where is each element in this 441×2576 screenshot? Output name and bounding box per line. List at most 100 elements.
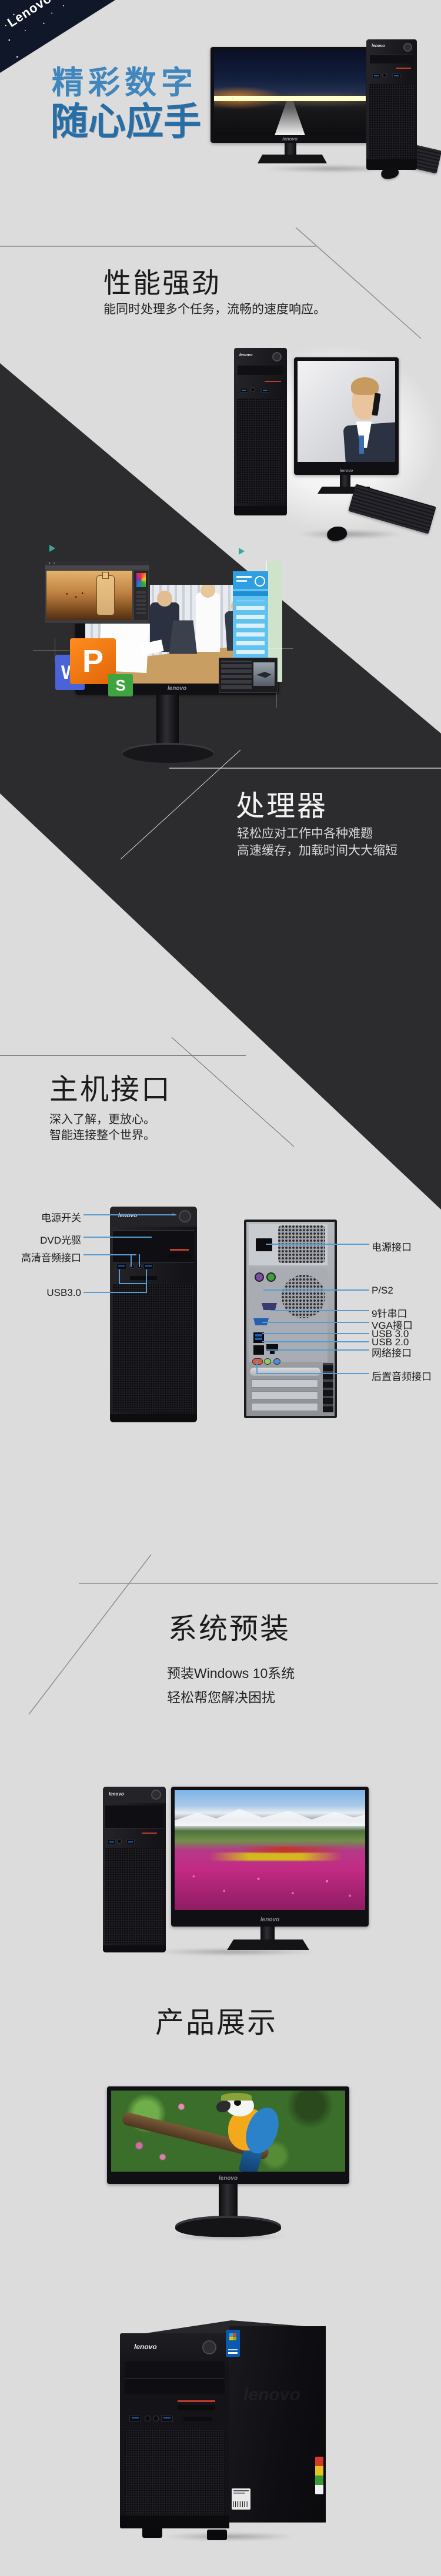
birds bbox=[62, 590, 88, 602]
performance-subtitle: 能同时处理多个任务，流畅的速度响应。 bbox=[103, 303, 326, 316]
hero-screen-night-highway bbox=[214, 50, 366, 135]
phone-photo-tower: lenovo bbox=[234, 348, 287, 515]
light-trails bbox=[275, 96, 305, 135]
label-vga-port: VGA接口 bbox=[372, 1320, 413, 1331]
color-swatches bbox=[136, 573, 146, 587]
windows-logo-icon bbox=[229, 2333, 236, 2340]
bottom-tower-bay2 bbox=[125, 2379, 225, 2394]
os-tower: lenovo bbox=[103, 1787, 166, 1952]
label-power-port: 电源接口 bbox=[372, 1242, 412, 1253]
photoshop-panel bbox=[134, 571, 148, 620]
photoshop-canvas-sunset bbox=[46, 571, 132, 620]
ports-title: 主机接口 bbox=[49, 1074, 172, 1106]
usb3-ports-rear bbox=[253, 1332, 264, 1343]
tower-foot bbox=[142, 2527, 162, 2538]
label-usb3-rear: USB 3.0 bbox=[372, 1328, 409, 1339]
label-rear-audio: 后置音频接口 bbox=[372, 1371, 432, 1382]
serial-port bbox=[262, 1303, 277, 1310]
os-tower-logo: lenovo bbox=[109, 1791, 124, 1797]
vga-port bbox=[253, 1318, 269, 1325]
ps2-mouse-port bbox=[266, 1272, 276, 1282]
phone-photo-screen bbox=[298, 361, 395, 462]
front-tower-logo: lenovo bbox=[118, 1212, 138, 1219]
hero-tower-red-accent bbox=[396, 68, 411, 69]
rear-vent-column bbox=[323, 1363, 333, 1412]
front-usb-port bbox=[143, 1264, 153, 1269]
bottom-tower-red-accent bbox=[178, 2400, 215, 2402]
label-ps2: P/S2 bbox=[372, 1285, 393, 1296]
hero-monitor-stand-neck bbox=[285, 143, 296, 156]
city-lights bbox=[214, 96, 366, 101]
label-usb2-rear: USB 2.0 bbox=[372, 1336, 409, 1348]
os-stand-neck bbox=[260, 1927, 275, 1939]
showcase-stand-neck bbox=[219, 2184, 238, 2217]
parrot-crown bbox=[221, 2093, 252, 2101]
expansion-slot bbox=[251, 1391, 318, 1399]
bottom-tower-eject bbox=[178, 2405, 215, 2410]
yellow-tulip-band bbox=[209, 1853, 343, 1861]
video-editor-window bbox=[219, 658, 278, 693]
showcase-title: 产品展示 bbox=[155, 2007, 278, 2039]
collage-stand-base bbox=[122, 743, 214, 763]
phone-photo-tower-logo: lenovo bbox=[239, 353, 253, 357]
person-standing bbox=[196, 592, 220, 652]
photo-shadow bbox=[276, 528, 423, 541]
parrot-beak bbox=[216, 2101, 230, 2113]
side-label bbox=[232, 2488, 250, 2510]
label-power-switch: 电源开关 bbox=[41, 1212, 81, 1224]
io-zone bbox=[249, 1268, 328, 1362]
hero-monitor-logo: lenovo bbox=[282, 136, 298, 142]
expansion-slot bbox=[251, 1403, 318, 1411]
bottom-tower-front: lenovo bbox=[120, 2333, 229, 2528]
bottom-tower-logo: lenovo bbox=[134, 2343, 157, 2351]
os-screen-tulips bbox=[175, 1790, 365, 1910]
rear-fan-grille bbox=[282, 1275, 325, 1318]
ports-subtitle-line1: 深入了解，更放心。 bbox=[49, 1113, 155, 1126]
collage-monitor-logo: lenovo bbox=[167, 685, 187, 692]
tower-foot bbox=[207, 2530, 227, 2540]
red-tulip-band bbox=[241, 1846, 346, 1853]
bottle-neck bbox=[102, 571, 109, 579]
front-tower-diagram: lenovo bbox=[110, 1207, 197, 1422]
rear-tower-diagram bbox=[244, 1220, 337, 1418]
collage-stand-neck bbox=[156, 695, 179, 745]
man-hair bbox=[351, 377, 379, 396]
slot-cover-handle bbox=[250, 1368, 320, 1376]
showcase-screen-parrot bbox=[111, 2091, 345, 2172]
bottom-tower-power-button bbox=[202, 2340, 216, 2354]
showcase-monitor-logo: lenovo bbox=[218, 2175, 238, 2182]
eject-button bbox=[167, 1254, 192, 1258]
side-color-sticker bbox=[315, 2457, 323, 2494]
wps-spreadsheet-tile: S bbox=[108, 674, 133, 696]
label-dvd-drive: DVD光驱 bbox=[40, 1235, 81, 1246]
person-head bbox=[157, 591, 172, 607]
power-socket bbox=[256, 1238, 272, 1251]
airplane-preview bbox=[253, 662, 275, 686]
hero-tower-mesh bbox=[369, 84, 414, 158]
hero-tower: lenovo bbox=[366, 39, 417, 170]
usb2-ports-rear bbox=[253, 1345, 264, 1355]
clip-thumbnails bbox=[221, 661, 252, 689]
hero-tower-power-button bbox=[403, 43, 412, 52]
sd-card-slot bbox=[130, 1276, 157, 1280]
ports-subtitle-line2: 智能连接整个世界。 bbox=[49, 1129, 155, 1142]
bottom-tower-sd-slot bbox=[183, 2417, 212, 2421]
front-audio-jack bbox=[129, 1264, 135, 1269]
os-monitor: lenovo bbox=[171, 1787, 369, 1927]
performance-title: 性能强劲 bbox=[103, 267, 221, 299]
processor-title: 处理器 bbox=[236, 790, 328, 822]
windows-sticker bbox=[226, 2330, 240, 2357]
person-head bbox=[201, 585, 216, 598]
tulip-heads bbox=[175, 1862, 365, 1910]
front-power-button bbox=[179, 1210, 191, 1222]
phone-photo-monitor: lenovo bbox=[294, 357, 399, 475]
expansion-slot bbox=[251, 1379, 318, 1388]
os-subtitle-line2: 轻松帮您解决困扰 bbox=[167, 1690, 275, 1705]
bottom-tower-shadow bbox=[135, 2531, 323, 2542]
bottom-tower-mesh bbox=[125, 2428, 225, 2515]
play-triangle-icon bbox=[239, 548, 245, 555]
front-red-accent bbox=[170, 1249, 189, 1251]
audio-jack-blue bbox=[273, 1358, 280, 1365]
audio-jack-pink bbox=[252, 1358, 263, 1365]
